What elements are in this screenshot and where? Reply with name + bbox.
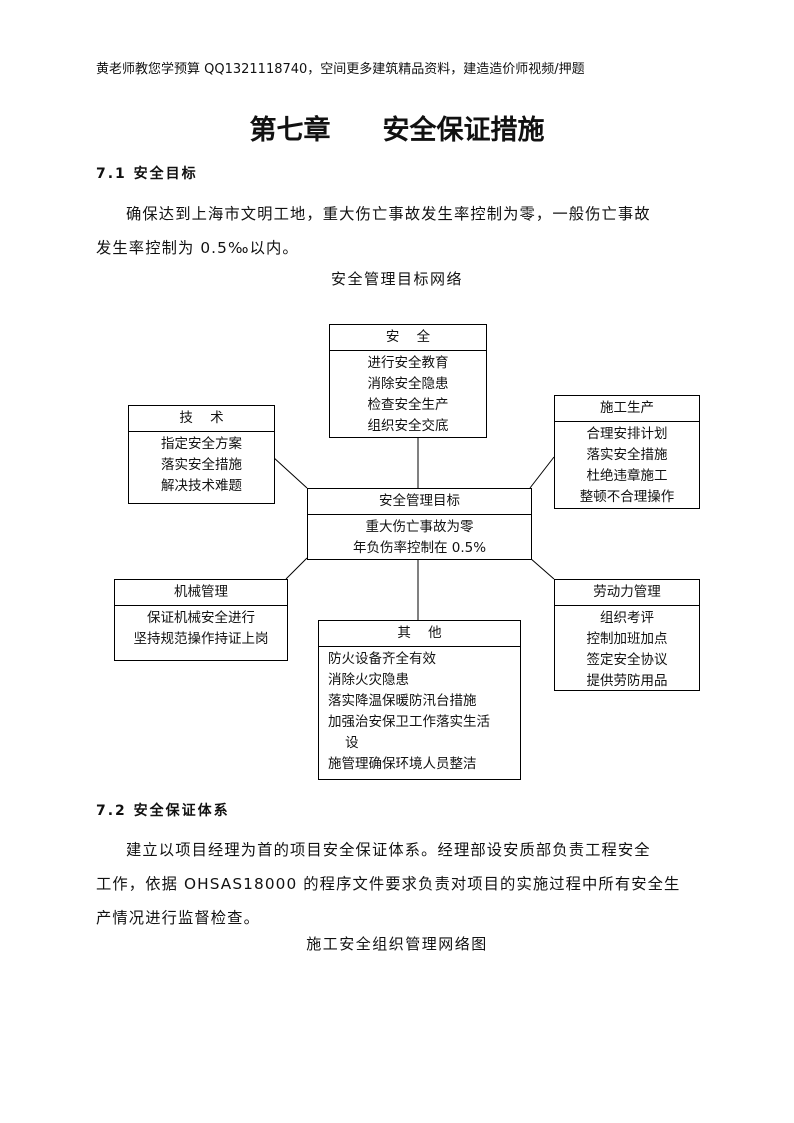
technology-box-title: 技 术 bbox=[129, 406, 274, 432]
list-item: 签定安全协议 bbox=[586, 652, 668, 668]
machinery-box: 机械管理 保证机械安全进行 坚持规范操作持证上岗 bbox=[114, 579, 288, 661]
list-item: 落实降温保暖防汛台措施 bbox=[328, 693, 477, 709]
network-caption: 施工安全组织管理网络图 bbox=[306, 935, 488, 953]
connector-machinery bbox=[285, 557, 308, 580]
list-item: 保证机械安全进行 bbox=[147, 610, 255, 626]
safety-box-title: 安 全 bbox=[330, 325, 486, 351]
diagram-caption: 安全管理目标网络 bbox=[330, 270, 463, 288]
list-item: 消除火灾隐患 bbox=[328, 672, 409, 688]
safety-system-paragraph: 建立以项目经理为首的项目安全保证体系。经理部设安质部负责工程安全 工作，依据 O… bbox=[96, 833, 716, 935]
list-item: 合理安排计划 bbox=[586, 426, 668, 442]
other-box: 其 他 防火设备齐全有效 消除火灾隐患 落实降温保暖防汛台措施 加强治安保卫工作… bbox=[318, 620, 521, 780]
list-item: 消除安全隐患 bbox=[367, 376, 449, 392]
safety-goal-paragraph: 确保达到上海市文明工地，重大伤亡事故发生率控制为零，一般伤亡事故 发生率控制为 … bbox=[96, 197, 716, 265]
center-goal-box: 安全管理目标 重大伤亡事故为零 年负伤率控制在 0.5% bbox=[307, 488, 532, 560]
list-item: 设 bbox=[328, 735, 359, 751]
technology-box: 技 术 指定安全方案 落实安全措施 解决技术难题 bbox=[128, 405, 275, 504]
machinery-box-title: 机械管理 bbox=[115, 580, 287, 606]
list-item: 解决技术难题 bbox=[161, 478, 242, 494]
list-item: 整顿不合理操作 bbox=[579, 489, 675, 505]
chapter-name: 安全保证措施 bbox=[382, 115, 545, 146]
list-item: 施管理确保环境人员整洁 bbox=[328, 756, 477, 772]
list-item: 年负伤率控制在 0.5% bbox=[352, 540, 487, 556]
header-note: 黄老师教您学预算 QQ1321118740，空间更多建筑精品资料，建造造价师视频… bbox=[96, 62, 585, 77]
chapter-number: 第七章 bbox=[249, 115, 331, 146]
list-item: 杜绝违章施工 bbox=[586, 468, 668, 484]
other-box-title: 其 他 bbox=[319, 621, 520, 647]
section-heading-safety-system: 7.2 安全保证体系 bbox=[96, 803, 230, 819]
list-item: 检查安全生产 bbox=[367, 397, 449, 413]
labor-box: 劳动力管理 组织考评 控制加班加点 签定安全协议 提供劳防用品 bbox=[554, 579, 700, 691]
paragraph-line: 建立以项目经理为首的项目安全保证体系。经理部设安质部负责工程安全 bbox=[126, 841, 651, 859]
safety-box: 安 全 进行安全教育 消除安全隐患 检查安全生产 组织安全交底 bbox=[329, 324, 487, 438]
list-item: 控制加班加点 bbox=[586, 631, 668, 647]
list-item: 加强治安保卫工作落实生活 bbox=[328, 714, 490, 730]
paragraph-line: 确保达到上海市文明工地，重大伤亡事故发生率控制为零，一般伤亡事故 bbox=[126, 205, 651, 223]
list-item: 重大伤亡事故为零 bbox=[365, 519, 474, 535]
center-goal-title: 安全管理目标 bbox=[308, 489, 531, 515]
list-item: 组织安全交底 bbox=[367, 418, 449, 434]
section-heading-safety-goal: 7.1 安全目标 bbox=[96, 166, 198, 182]
list-item: 坚持规范操作持证上岗 bbox=[133, 631, 269, 647]
paragraph-line: 发生率控制为 0.5‰以内。 bbox=[96, 239, 299, 257]
paragraph-line: 工作，依据 OHSAS18000 的程序文件要求负责对项目的实施过程中所有安全生 bbox=[96, 875, 681, 893]
chapter-title: 第七章 安全保证措施 bbox=[0, 108, 794, 147]
paragraph-line: 产情况进行监督检查。 bbox=[96, 909, 260, 927]
list-item: 组织考评 bbox=[600, 610, 654, 626]
list-item: 进行安全教育 bbox=[367, 355, 449, 371]
list-item: 指定安全方案 bbox=[161, 436, 242, 452]
list-item: 防火设备齐全有效 bbox=[328, 651, 436, 667]
construction-box-title: 施工生产 bbox=[555, 396, 699, 422]
construction-box: 施工生产 合理安排计划 落实安全措施 杜绝违章施工 整顿不合理操作 bbox=[554, 395, 700, 509]
labor-box-title: 劳动力管理 bbox=[555, 580, 699, 606]
connector-labor bbox=[529, 557, 555, 580]
list-item: 落实安全措施 bbox=[161, 457, 242, 473]
list-item: 落实安全措施 bbox=[586, 447, 668, 463]
list-item: 提供劳防用品 bbox=[586, 673, 668, 689]
connector-construction bbox=[529, 456, 555, 489]
connector-technology bbox=[272, 456, 308, 489]
